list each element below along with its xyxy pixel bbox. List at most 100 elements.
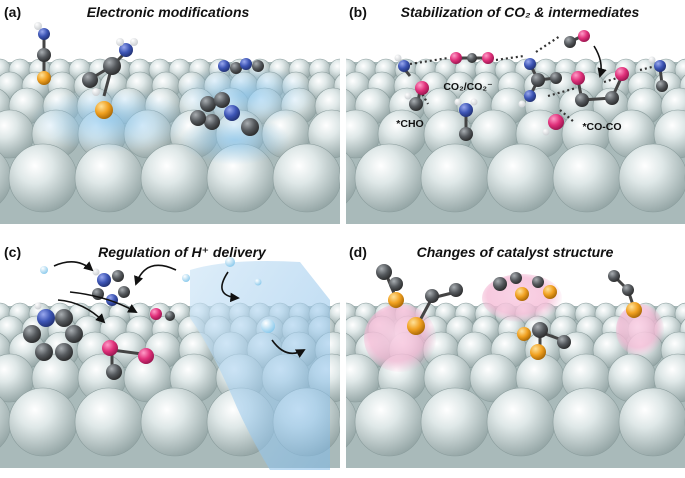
carbon-atom — [564, 36, 576, 48]
hydrogen-atom — [454, 98, 462, 106]
carbon-atom — [23, 325, 41, 343]
carbon-atom — [190, 110, 206, 126]
proton-transfer-arrow — [221, 271, 240, 303]
oxygen-atom — [615, 67, 629, 81]
electron-density-cloud — [30, 88, 190, 152]
carbon-atom — [55, 343, 73, 361]
surface-atom — [420, 387, 490, 457]
metal-dopant-atom — [407, 317, 425, 335]
hydrogen-atom — [394, 54, 402, 62]
proton-transfer-arrow — [53, 261, 94, 272]
surface-atom — [338, 168, 340, 188]
carbon-atom — [103, 57, 121, 75]
carbon-atom — [204, 114, 220, 130]
restructured-region — [616, 304, 664, 356]
carbon-atom — [532, 276, 544, 288]
hydrogen-bond-lines — [409, 35, 657, 123]
hydrogen-atom — [116, 38, 124, 46]
surface-atom — [486, 143, 556, 213]
hydrogen-atom — [518, 100, 526, 108]
hydroxyl-group — [542, 114, 564, 136]
metal-dopant-atom — [530, 344, 546, 360]
panel-a-title: Electronic modifications — [87, 4, 250, 20]
carbon-atom — [112, 270, 124, 282]
carbon-atom — [214, 92, 230, 108]
ligand-molecule — [517, 322, 571, 360]
nitrogen-atom — [524, 58, 536, 70]
panel-d-catalyst-surface — [346, 302, 685, 468]
nitrogen-atom — [459, 103, 473, 117]
oxygen-atom — [578, 30, 590, 42]
surface-atom — [354, 143, 424, 213]
oxygen-atom — [571, 71, 585, 85]
surface-atom — [338, 412, 340, 432]
carbon-atom — [165, 311, 175, 321]
panel-d-label: (d) — [349, 244, 367, 260]
amine-molecule — [648, 56, 668, 92]
metal-dopant-atom — [626, 302, 642, 318]
electrolyte-layer — [190, 261, 330, 470]
proton-transfer-arrow — [271, 339, 306, 358]
oxygen-atom — [150, 308, 162, 320]
oxygen-atom — [415, 81, 429, 95]
carbon-atom — [656, 80, 668, 92]
carbon-atom — [425, 289, 439, 303]
nitrogen-atom — [240, 58, 252, 70]
metal-dopant-atom — [95, 101, 113, 119]
surface-atom — [618, 143, 685, 213]
carbon-atom — [55, 309, 73, 327]
oh-group — [564, 30, 590, 48]
surface-atom — [272, 143, 340, 213]
co-adsorbate — [102, 340, 154, 380]
hydrogen-atom — [130, 38, 138, 46]
hydrogen-atom — [404, 92, 412, 100]
amine-chain — [518, 58, 562, 108]
oxygen-atom — [450, 52, 462, 64]
carbon-atom — [200, 96, 216, 112]
proton-transfer-arrow — [134, 264, 177, 286]
metal-dopant-atom — [543, 285, 557, 299]
hydrogen-atom — [470, 98, 478, 106]
panel-b-title: Stabilization of CO₂ & intermediates — [401, 4, 640, 20]
coco-annotation: *CO-CO — [582, 121, 621, 133]
hydrogen-atom — [34, 302, 42, 310]
ring-molecule — [190, 92, 259, 136]
cho-intermediate — [404, 81, 429, 111]
amine-molecule — [394, 54, 412, 77]
surface-atom — [420, 143, 490, 213]
oxygen-atom — [548, 114, 564, 130]
nitrogen-atom — [97, 273, 111, 287]
carbon-atom — [376, 264, 392, 280]
carbon-atom — [389, 277, 403, 291]
ligand-molecule — [376, 264, 404, 308]
surface-atom — [74, 387, 144, 457]
hydrogen-atom — [92, 268, 100, 276]
carbon-atom — [35, 343, 53, 361]
surface-atom — [354, 387, 424, 457]
metal-dopant-atom — [37, 71, 51, 85]
panel-a-label: (a) — [4, 4, 21, 20]
proton-transfer-arrow — [57, 299, 106, 324]
nitrogen-atom — [398, 60, 410, 72]
ligand-molecule — [493, 272, 557, 301]
surface-atom — [486, 387, 556, 457]
oxygen-atom — [102, 340, 118, 356]
carbon-atom — [449, 283, 463, 297]
carbon-atom — [532, 322, 548, 338]
co2-molecule — [450, 52, 494, 64]
hydrogen-atom — [34, 22, 42, 30]
surface-atom — [328, 58, 340, 82]
panel-d-catalyst-structure: (d) Changes of catalyst structure — [346, 244, 685, 468]
migration-arrow — [593, 45, 607, 78]
carbon-atom — [118, 286, 130, 298]
proton — [182, 274, 190, 282]
proton — [225, 257, 235, 267]
ligand-molecule — [34, 22, 51, 85]
ring-molecule — [218, 58, 264, 74]
surface-atom — [140, 387, 210, 457]
carbon-atom — [409, 97, 423, 111]
carbon-atom — [550, 72, 562, 84]
hydrogen-atom — [92, 88, 100, 96]
carbon-atom — [622, 284, 634, 296]
panel-c-label: (c) — [4, 244, 21, 260]
